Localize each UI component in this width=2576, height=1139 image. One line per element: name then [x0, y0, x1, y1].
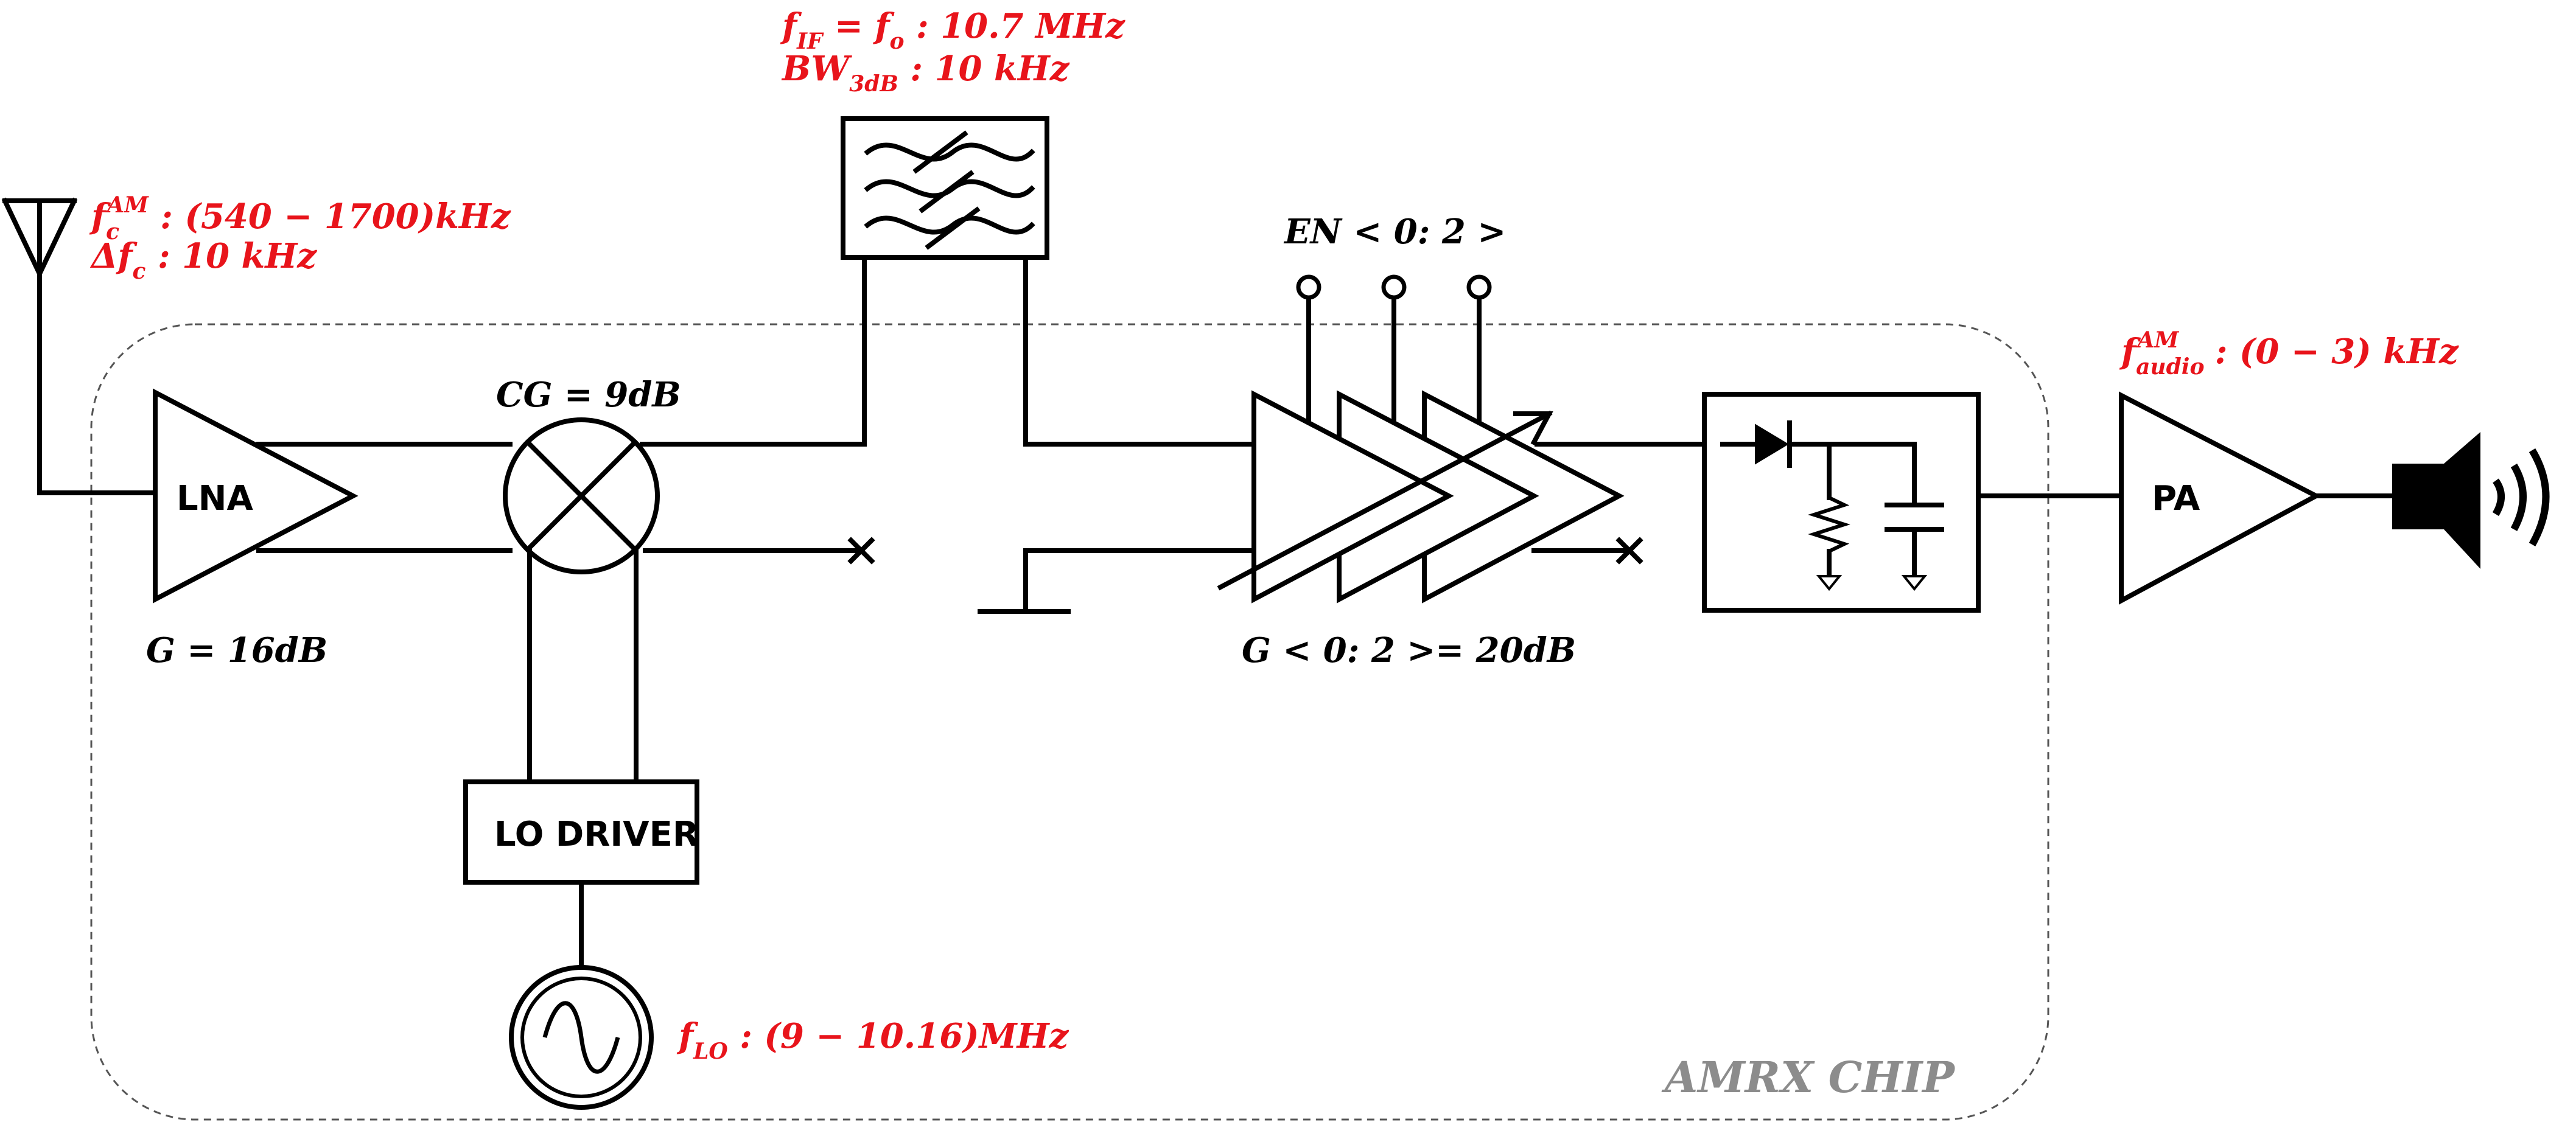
speaker-icon: [2392, 432, 2550, 569]
audio-annotation: faudioAM : (0 − 3) kHz: [2119, 327, 2459, 380]
chip-label: AMRX CHIP: [1661, 1052, 1956, 1102]
svg-text:BW3dB : 10 kHz: BW3dB : 10 kHz: [781, 49, 1070, 97]
detector-diode-icon: [1702, 392, 1981, 613]
lna-amplifier: LNA: [153, 388, 359, 604]
termination-x-2: [1615, 537, 1643, 565]
lo-frequency-annotation: fLO : (9 − 10.16)MHz: [676, 1016, 1069, 1064]
lna-gain: G = 16dB: [146, 630, 327, 671]
mixer-gain: CG = 9dB: [496, 375, 681, 415]
if-amp-gain: G < 0: 2 >= 20dB: [1242, 630, 1576, 671]
svg-text:fIF = fo : 10.7 MHz: fIF = fo : 10.7 MHz: [780, 6, 1125, 54]
lo-driver-label: LO DRIVER: [494, 815, 699, 854]
if-amplifier: [1217, 390, 1625, 604]
svg-text:Δfc : 10 kHz: Δfc : 10 kHz: [89, 236, 317, 284]
sine-source-icon: [509, 965, 654, 1110]
ground-icon: [978, 548, 1256, 614]
bandpass-filter-icon: [841, 116, 1049, 260]
filter-annotation: fIF = fo : 10.7 MHz BW3dB : 10 kHz: [780, 6, 1125, 97]
enable-pins: [1296, 274, 1492, 423]
termination-x-1: [847, 537, 875, 565]
pa-amplifier: PA: [2119, 391, 2322, 605]
lna-label: LNA: [177, 479, 254, 518]
enable-annotation: EN < 0: 2 >: [1283, 212, 1506, 252]
antenna-annotation: fcAM : (540 − 1700)kHz Δfc : 10 kHz: [89, 192, 511, 284]
mixer-icon: [503, 417, 660, 574]
chip-boundary: [90, 323, 2049, 1121]
antenna-icon: [1, 197, 158, 495]
lo-driver: LO DRIVER: [463, 779, 699, 885]
svg-text:fcAM : (540 − 1700)kHz: fcAM : (540 − 1700)kHz: [89, 192, 511, 245]
pa-label: PA: [2152, 479, 2200, 518]
